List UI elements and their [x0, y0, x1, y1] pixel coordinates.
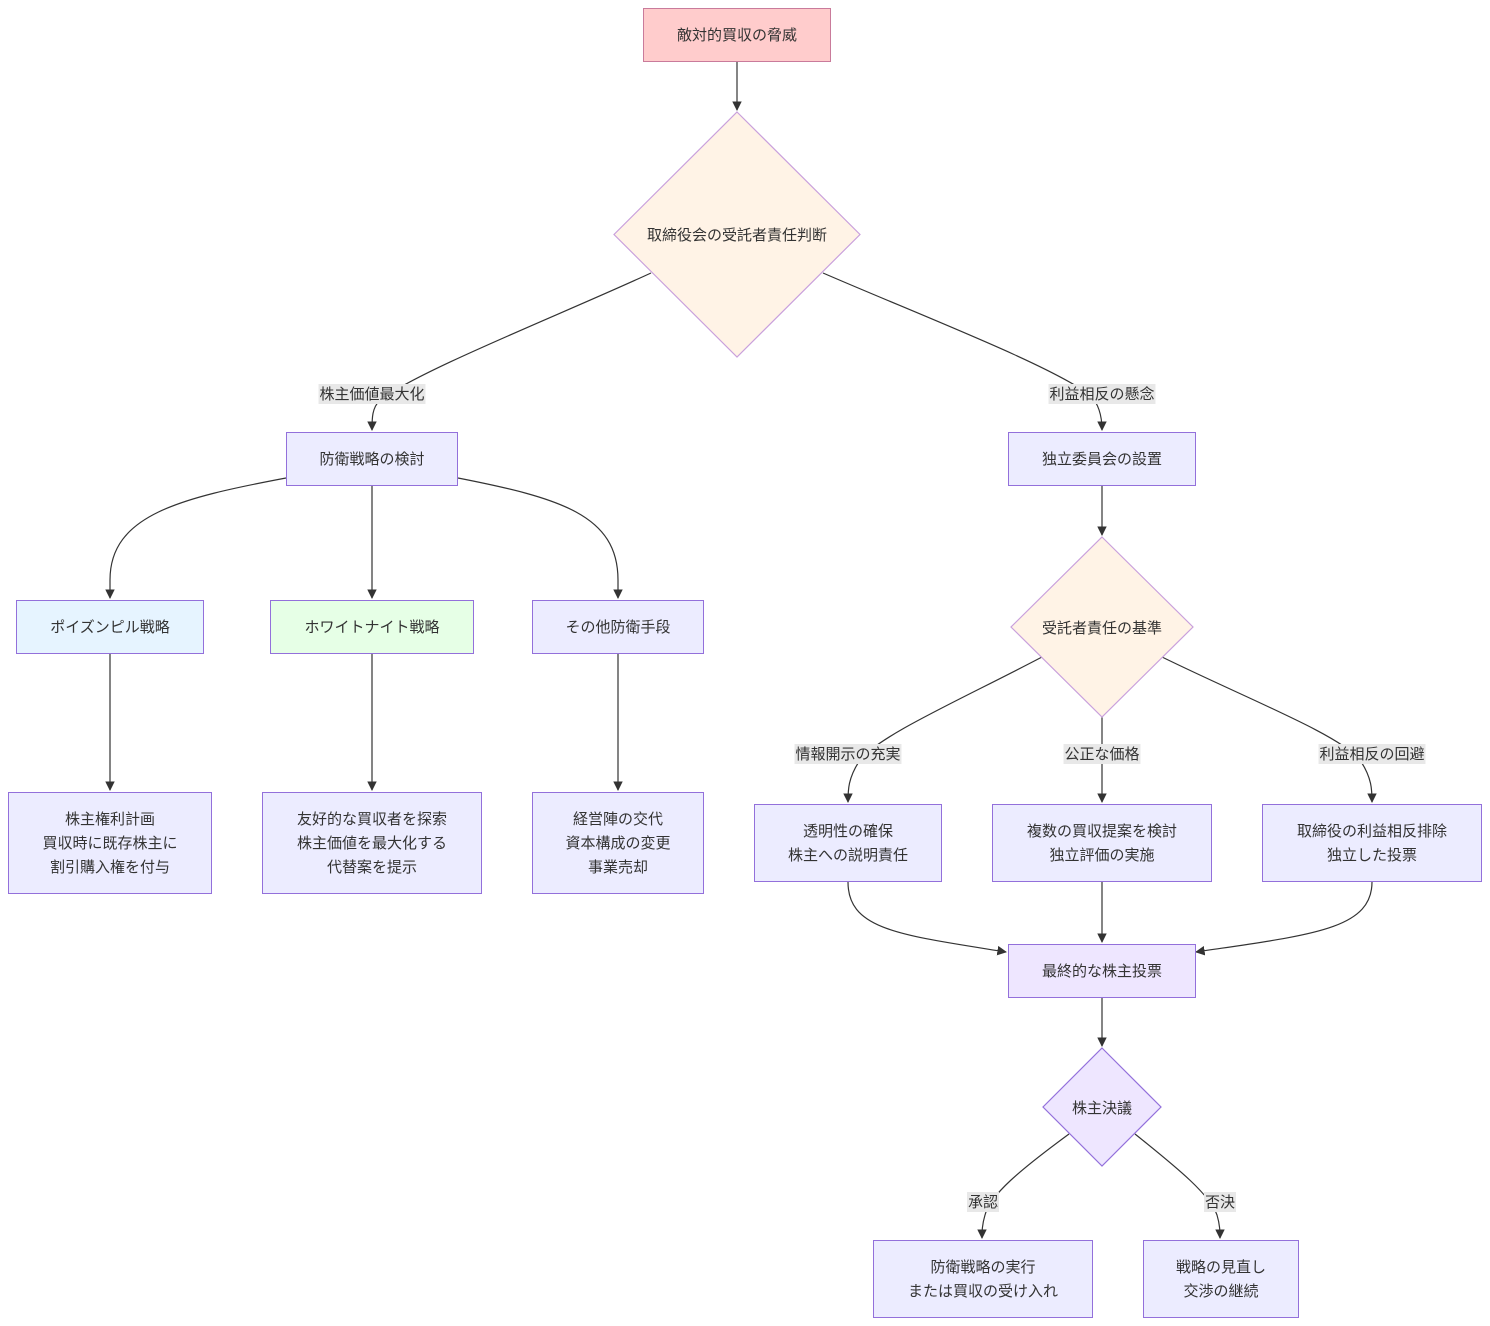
edge-label-avoid-conflict: 利益相反の回避	[1318, 744, 1426, 764]
decision-board-judgment	[613, 111, 861, 358]
edge-defense-to-other	[457, 477, 623, 599]
edge-defense-to-pill	[105, 477, 287, 599]
node-white-knight: ホワイトナイト戦略	[270, 600, 474, 654]
edge-standard-to-transparency	[843, 656, 1043, 803]
edge-label-disclosure: 情報開示の充実	[794, 744, 902, 764]
node-independent-committee: 独立委員会の設置	[1008, 432, 1196, 486]
node-execute-or-accept: 防衛戦略の実行 または買収の受け入れ	[873, 1240, 1093, 1318]
node-transparency: 透明性の確保 株主への説明責任	[754, 804, 942, 882]
node-hostile-takeover-threat: 敵対的買収の脅威	[643, 8, 831, 62]
node-poison-pill: ポイズンピル戦略	[16, 600, 204, 654]
node-defense-review: 防衛戦略の検討	[286, 432, 458, 486]
node-management-change: 経営陣の交代 資本構成の変更 事業売却	[532, 792, 704, 894]
edge-resolution-to-execute	[977, 1133, 1070, 1239]
edge-label-reject: 否決	[1203, 1192, 1237, 1212]
edge-label-approve: 承認	[966, 1192, 1000, 1212]
edge-label-fair-price: 公正な価格	[1063, 744, 1141, 764]
node-other-defense: その他防衛手段	[532, 600, 704, 654]
edge-label-conflict-concern: 利益相反の懸念	[1048, 384, 1156, 404]
node-multiple-offers: 複数の買収提案を検討 独立評価の実施	[992, 804, 1212, 882]
node-friendly-buyer: 友好的な買収者を探索 株主価値を最大化する 代替案を提示	[262, 792, 482, 894]
decision-fiduciary-standard	[1010, 536, 1194, 718]
edge-judgment-to-defense	[367, 272, 652, 431]
edge-standard-to-conflict	[1161, 656, 1377, 803]
node-conflict-exclusion: 取締役の利益相反排除 独立した投票	[1262, 804, 1482, 882]
edge-conflict-to-vote	[1195, 881, 1373, 956]
node-shareholder-rights-plan: 株主権利計画 買収時に既存株主に 割引購入権を付与	[8, 792, 212, 894]
decision-resolution	[1042, 1047, 1162, 1167]
edge-judgment-to-committee	[822, 272, 1107, 431]
node-final-shareholder-vote: 最終的な株主投票	[1008, 944, 1196, 998]
edge-transparency-to-vote	[847, 881, 1007, 956]
edge-label-maximize-value: 株主価値最大化	[318, 384, 426, 404]
edge-resolution-to-review	[1134, 1133, 1225, 1239]
node-review-strategy: 戦略の見直し 交渉の継続	[1143, 1240, 1299, 1318]
